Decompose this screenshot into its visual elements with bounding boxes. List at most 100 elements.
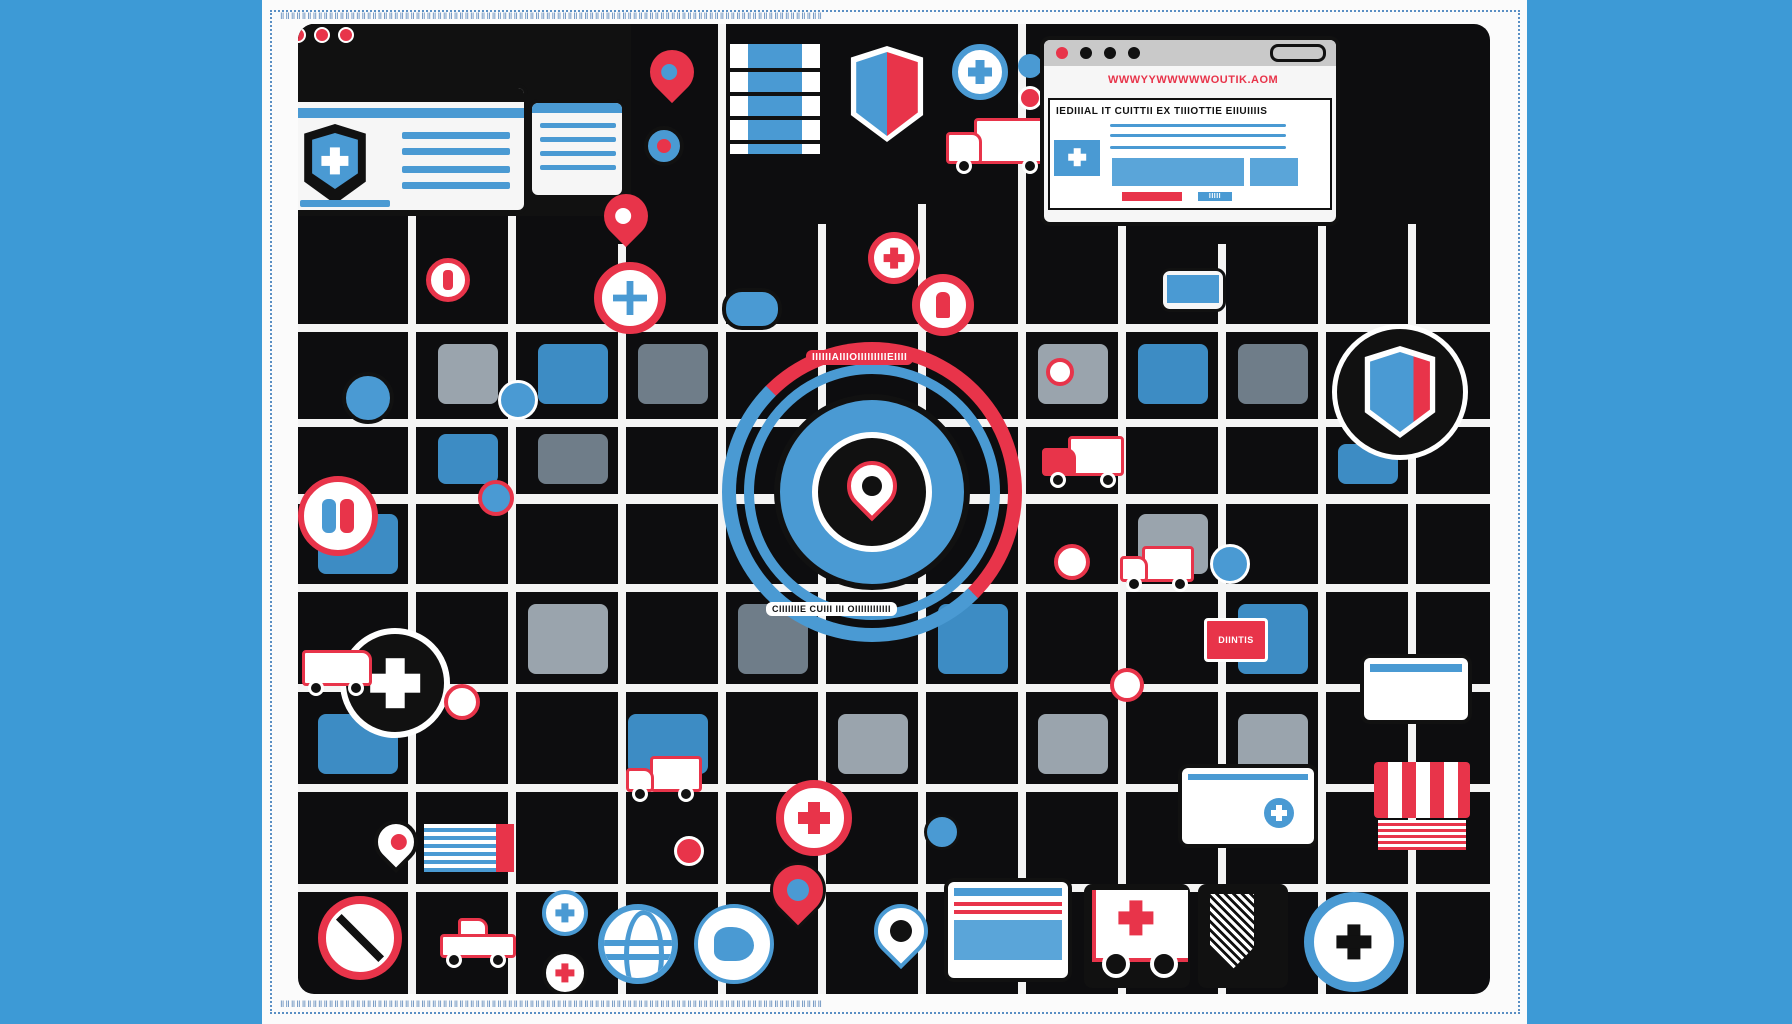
text-line <box>540 123 616 128</box>
map-pin-icon <box>836 450 908 522</box>
hub-arc-text-bottom: CIIIIIIIE CUIII III OIIIIIIIIIIII <box>766 602 898 616</box>
medical-cross-circle-icon <box>1304 892 1404 992</box>
red-button[interactable] <box>1122 192 1182 201</box>
ambulance-icon <box>1038 436 1128 496</box>
road <box>1118 224 1126 994</box>
road <box>1018 24 1026 994</box>
window-titlebar <box>298 24 627 50</box>
map-block <box>638 344 708 404</box>
badge-icon <box>498 380 538 420</box>
medical-cross-badge <box>542 950 588 994</box>
delivery-truck-label: DIINTIS <box>1218 635 1254 645</box>
checkmark-badge-icon <box>1198 884 1288 988</box>
badge-icon <box>1018 54 1042 78</box>
map-block <box>838 714 908 774</box>
shield-badge <box>1332 324 1468 460</box>
window-dot <box>1126 45 1142 61</box>
road <box>1318 224 1326 994</box>
storefront-awning-icon <box>1374 762 1470 818</box>
text-line <box>540 165 616 170</box>
delivery-truck-icon: DIINTIS <box>1204 618 1268 662</box>
hospital-building-icon <box>730 44 820 154</box>
map-pin-icon <box>364 810 428 874</box>
text-line <box>300 200 390 207</box>
medical-cross-badge <box>868 232 920 284</box>
badge-icon <box>1110 668 1144 702</box>
medical-star-badge <box>594 262 666 334</box>
person-badge <box>912 274 974 336</box>
map-pin-icon <box>862 892 940 970</box>
window-dot <box>1078 45 1094 61</box>
map-block <box>438 344 498 404</box>
ambulance-icon <box>624 754 704 810</box>
medical-cross-tile <box>1054 140 1100 176</box>
text-line <box>402 182 510 189</box>
text-line <box>540 137 616 142</box>
map-block <box>528 604 608 674</box>
map-block <box>1038 714 1108 774</box>
url-text: WWWYYWWWWWOUTIK.AOM <box>1108 74 1279 86</box>
blue-button[interactable]: IIIII <box>1198 192 1232 201</box>
window-dot <box>298 27 306 43</box>
map-block <box>438 434 498 484</box>
map-block <box>1238 344 1308 404</box>
text-line <box>402 166 510 173</box>
monitor-badge <box>722 288 782 330</box>
small-monitor-icon <box>1160 268 1226 312</box>
ambulance-icon <box>298 642 378 702</box>
pickup-truck-icon <box>438 914 518 974</box>
medical-cross-circle-icon <box>952 44 1008 100</box>
map-pin-icon <box>640 40 704 104</box>
bottom-tick-strip: ⅡⅡⅡⅡⅡⅡⅡⅡⅡⅡⅡⅡⅡⅡⅡⅡⅡⅡⅡⅡⅡⅡⅡⅡⅡⅡⅡⅡⅡⅡⅡⅡⅡⅡⅡⅡⅡⅡⅡⅡ… <box>280 1000 823 1010</box>
text-line <box>402 148 510 155</box>
road <box>408 214 416 994</box>
content-frame: IEDIIIAL IT CUITTII EX TIIIOTTIE EIIUIII… <box>1048 98 1332 210</box>
window-dot <box>1102 45 1118 61</box>
text-line <box>540 151 616 156</box>
badge-icon <box>1210 544 1250 584</box>
side-browser-panel <box>528 99 626 199</box>
dotted-border <box>270 10 1520 1014</box>
badge-icon <box>674 836 704 866</box>
badge-icon <box>924 814 960 850</box>
road <box>298 784 1490 792</box>
map-block <box>1138 344 1208 404</box>
content-block <box>1250 158 1298 186</box>
badge-icon <box>1054 544 1090 580</box>
medical-cross-circle-icon <box>776 780 852 856</box>
text-line <box>1110 124 1286 127</box>
hub-inner <box>812 432 932 552</box>
road <box>298 324 1490 332</box>
road <box>298 684 1490 692</box>
shield-lightning-icon <box>850 46 924 142</box>
monitor-icon <box>1360 654 1472 724</box>
text-line <box>1110 146 1286 149</box>
road <box>508 214 516 994</box>
hub-arc-text-top: IIIIIIAIIIOIIIIIIIIIEIIII <box>806 350 914 365</box>
medical-cross-badge <box>542 890 588 936</box>
header-bar <box>298 108 524 118</box>
center-hub[interactable] <box>774 394 970 590</box>
badge-icon <box>342 372 394 424</box>
map-block <box>538 434 608 484</box>
map-board: WWWYYWWWWWOUTIK.AOM IEDIIIAL IT CUITTII … <box>298 24 1490 994</box>
person-badge <box>426 258 470 302</box>
window-titlebar <box>1044 40 1336 66</box>
road <box>1408 224 1416 994</box>
globe-icon <box>598 904 678 984</box>
road <box>618 244 626 994</box>
location-dot-icon <box>644 126 684 166</box>
computer-screen-icon <box>1178 764 1318 848</box>
no-sign-icon <box>318 896 402 980</box>
road <box>298 884 1490 892</box>
storefront-base <box>1378 820 1466 850</box>
badge-icon <box>444 684 480 720</box>
window-dot <box>1054 45 1070 61</box>
world-map-icon <box>694 904 774 984</box>
cargo-truck-icon <box>424 824 514 872</box>
top-tick-strip: ⅡⅡⅡⅡⅡⅡⅡⅡⅡⅡⅡⅡⅡⅡⅡⅡⅡⅡⅡⅡⅡⅡⅡⅡⅡⅡⅡⅡⅡⅡⅡⅡⅡⅡⅡⅡⅡⅡⅡⅡ… <box>280 12 823 22</box>
address-pill[interactable] <box>1270 44 1326 62</box>
text-line <box>402 132 510 139</box>
browser-content-panel <box>298 84 528 214</box>
tab-bar <box>298 88 524 102</box>
